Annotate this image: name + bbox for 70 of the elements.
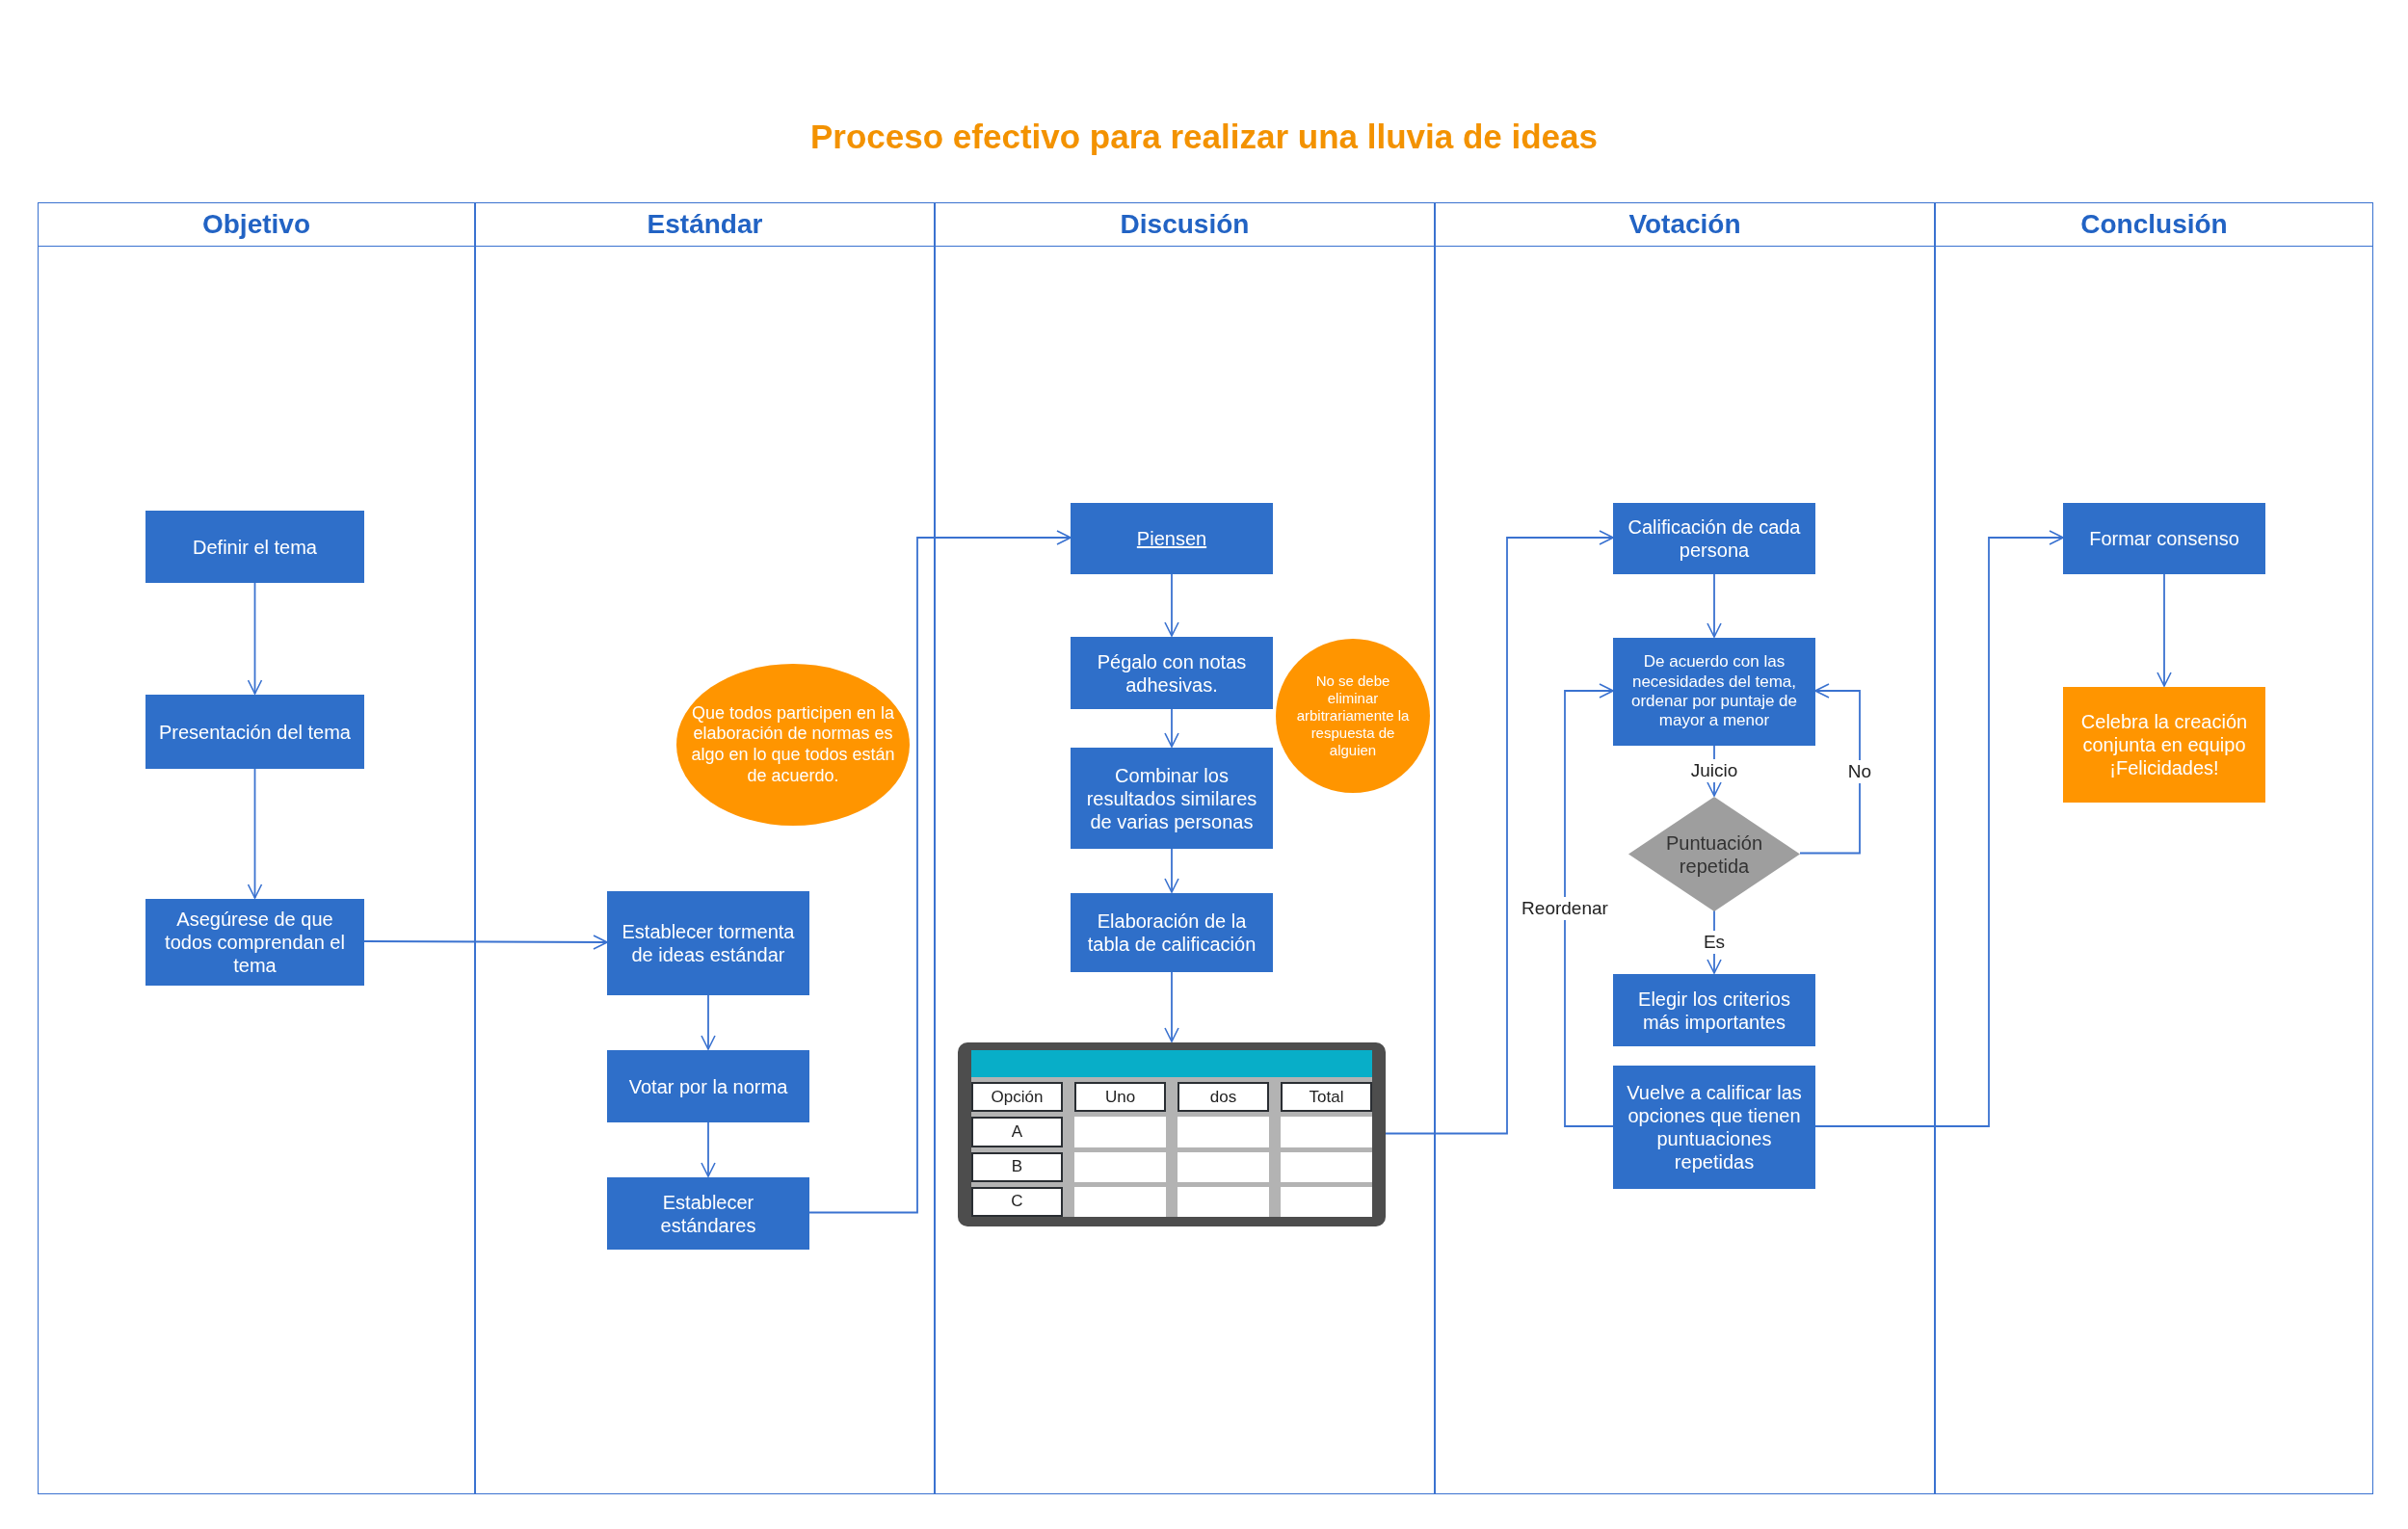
node-text: Calificación de cada persona <box>1627 515 1802 562</box>
arrow <box>701 993 716 1050</box>
table-row-label: C <box>971 1186 1063 1217</box>
node-text: Pégalo con notas adhesivas. <box>1096 649 1248 697</box>
node-text: Elegir los criterios más importantes <box>1637 987 1791 1034</box>
process-box <box>1613 503 1815 574</box>
arrow <box>2157 572 2172 687</box>
arrow <box>1707 572 1722 638</box>
node-text: Elaboración de la tabla de calificación <box>1086 909 1257 956</box>
arrow <box>1814 530 2064 1127</box>
process-box <box>1613 1066 1815 1189</box>
process-box <box>607 891 809 995</box>
node-text: De acuerdo con las necesidades del tema, ordenar por puntaje de mayor a menor <box>1630 652 1798 731</box>
table-header-cell: Opción <box>971 1082 1063 1113</box>
node-text: Piensen <box>1136 527 1207 550</box>
rating-table <box>958 1042 1386 1226</box>
node-text: Combinar los resultados similares de varias personas <box>1085 763 1258 833</box>
node-text: Vuelve a calificar las opciones que tienen puntuaciones repetidas <box>1626 1081 1803 1173</box>
node-text: Definir el tema <box>193 535 317 559</box>
process-box <box>1071 503 1273 574</box>
swimlane <box>38 202 475 1494</box>
diagram-title: Proceso efectivo para realizar una lluvia de ideas <box>809 118 1599 156</box>
lane-header: Objetivo <box>202 209 310 240</box>
swimlane <box>1435 202 1935 1494</box>
lane-header: Votación <box>1628 209 1741 240</box>
swimlane <box>475 202 935 1494</box>
arrow <box>1164 572 1179 637</box>
arrow <box>701 1120 716 1177</box>
highlight-box <box>2063 687 2265 803</box>
arrow <box>808 530 1072 1214</box>
process-box <box>1613 638 1815 746</box>
arrow <box>1799 683 1861 855</box>
arrow <box>1564 683 1614 1127</box>
process-box <box>607 1177 809 1250</box>
node-text: Presentación del tema <box>159 720 351 744</box>
node-text: Celebra la creación conjunta en equipo ¡Felicidades! <box>2079 710 2249 779</box>
node-text: Establecer estándares <box>659 1190 757 1237</box>
swimlane <box>935 202 1435 1494</box>
node-text: Votar por la norma <box>628 1074 788 1098</box>
arrow <box>247 581 263 695</box>
table-header-cell: Uno <box>1074 1082 1166 1113</box>
table-row-label: B <box>971 1151 1063 1182</box>
process-box <box>1071 893 1273 972</box>
arrow <box>1164 847 1179 893</box>
process-box <box>146 511 364 583</box>
table-row-label: A <box>971 1117 1063 1147</box>
arrow <box>1385 530 1614 1135</box>
arrow <box>1164 970 1179 1042</box>
process-box <box>607 1050 809 1122</box>
process-box <box>146 695 364 769</box>
node-text: Establecer tormenta de ideas estándar <box>621 920 796 966</box>
lane-header: Conclusión <box>2080 209 2228 240</box>
arrow <box>1164 707 1179 748</box>
process-box <box>1613 974 1815 1046</box>
process-box <box>2063 503 2265 574</box>
node-text: Que todos participen en la elaboración de normas es algo en lo que todos están de acuerdo. <box>690 702 896 787</box>
table-header-cell: Total <box>1281 1082 1372 1113</box>
process-box <box>1071 748 1273 849</box>
table-header-cell: dos <box>1178 1082 1269 1113</box>
lane-header: Estándar <box>647 209 763 240</box>
node-text: No se debe eliminar arbitrariamente la respuesta de alguien <box>1295 672 1411 759</box>
node-text: Puntuación repetida <box>1664 830 1764 878</box>
arrow <box>247 767 263 899</box>
process-box <box>146 899 364 986</box>
arrow <box>363 935 608 950</box>
node-text: Formar consenso <box>2089 527 2239 550</box>
node-text: Asegúrese de que todos comprendan el tema <box>164 908 346 977</box>
process-box <box>1071 637 1273 709</box>
swimlane <box>1935 202 2373 1494</box>
lane-header: Discusión <box>1120 209 1250 240</box>
